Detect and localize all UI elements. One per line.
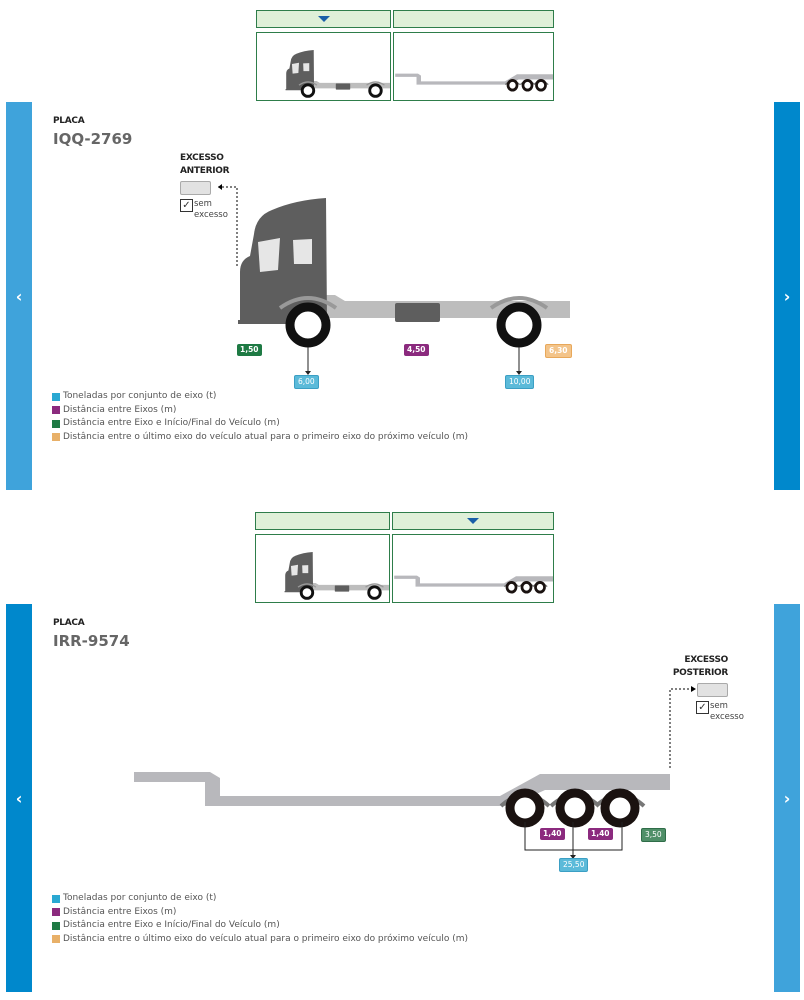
prev-vehicle-button[interactable]: ‹	[6, 604, 32, 992]
excess-pointer-line	[218, 184, 238, 266]
legend-item-axle-distance: Distância entre Eixos (m)	[52, 906, 468, 920]
axle-distance-badge: 1,40	[588, 828, 613, 840]
plate-number: IQQ-2769	[53, 130, 133, 148]
legend-label: Toneladas por conjunto de eixo (t)	[63, 391, 217, 401]
excess-rear-input[interactable]	[697, 683, 728, 697]
excess-front-input[interactable]	[180, 181, 211, 195]
axle-load-badge: 25,50	[559, 858, 589, 872]
no-excess-label-1: sem	[194, 199, 212, 209]
excess-title-line-2: ANTERIOR	[180, 166, 230, 176]
legend-item-next-vehicle: Distância entre o último eixo do veículo…	[52, 431, 468, 445]
legend-item-tons: Toneladas por conjunto de eixo (t)	[52, 892, 468, 906]
axle-load-badge: 10,00	[505, 375, 535, 389]
legend-swatch	[52, 392, 60, 401]
legend-swatch	[52, 433, 60, 442]
tab-trailer-header[interactable]	[393, 10, 554, 28]
tab-truck-header[interactable]	[255, 512, 390, 530]
excess-pointer-line	[669, 686, 696, 768]
vehicle-panel-1: ‹ › PLACA IQQ-2769 EXCESSO ANTERIOR ✓ se…	[6, 102, 800, 490]
plate-label: PLACA	[53, 116, 85, 126]
excess-front-title: EXCESSO ANTERIOR	[180, 152, 230, 178]
legend-item-axle-distance: Distância entre Eixos (m)	[52, 404, 468, 418]
truck-thumbnail-icon	[283, 47, 391, 99]
chevron-right-icon: ›	[783, 286, 791, 306]
tab-trailer-header[interactable]	[392, 512, 554, 530]
legend-label: Distância entre Eixos (m)	[63, 906, 177, 917]
legend-label: Distância entre o último eixo do veículo…	[63, 933, 469, 944]
trailer-thumbnail-icon	[394, 73, 554, 93]
legend-swatch	[52, 908, 60, 917]
no-excess-checkbox[interactable]: ✓	[696, 701, 709, 714]
rear-end-distance-badge: 3,50	[641, 828, 666, 842]
trailer-thumbnail-icon	[393, 575, 554, 595]
tab-trailer-thumbnail[interactable]	[393, 32, 554, 101]
axle-distance-badge: 1,40	[540, 828, 565, 840]
truck-thumbnail-icon	[282, 549, 390, 601]
legend-label: Distância entre Eixo e Início/Final do V…	[63, 418, 280, 428]
no-excess-front[interactable]: ✓ sem excesso	[180, 199, 228, 221]
plate-number: IRR-9574	[53, 632, 130, 650]
chevron-left-icon: ‹	[15, 788, 23, 808]
axle-load-arrows	[305, 347, 522, 375]
tab-truck-header[interactable]	[256, 10, 391, 28]
axle-load-badge: 6,00	[294, 375, 319, 389]
legend: Toneladas por conjunto de eixo (t) Distâ…	[52, 390, 468, 444]
chevron-left-icon: ‹	[15, 286, 23, 306]
excess-title-line-1: EXCESSO	[684, 655, 728, 665]
axle-distance-badge: 4,50	[404, 344, 429, 356]
next-vehicle-distance-badge: 6,30	[545, 344, 572, 358]
no-excess-label-2: excesso	[710, 712, 744, 722]
no-excess-rear[interactable]: ✓ sem excesso	[696, 701, 744, 723]
legend-item-next-vehicle: Distância entre o último eixo do veículo…	[52, 933, 468, 947]
legend-label: Distância entre o último eixo do veículo…	[63, 431, 469, 442]
no-excess-label-2: excesso	[194, 210, 228, 220]
legend-item-axle-end: Distância entre Eixo e Início/Final do V…	[52, 417, 468, 431]
excess-title-line-2: POSTERIOR	[672, 668, 728, 678]
axle-group-bracket	[524, 822, 623, 859]
legend-swatch	[52, 921, 60, 930]
legend-item-axle-end: Distância entre Eixo e Início/Final do V…	[52, 919, 468, 933]
next-vehicle-button[interactable]: ›	[774, 604, 800, 992]
legend-label: Toneladas por conjunto de eixo (t)	[63, 893, 217, 903]
tab-truck-thumbnail[interactable]	[256, 32, 391, 101]
no-excess-checkbox[interactable]: ✓	[180, 199, 193, 212]
excess-rear-title: EXCESSO POSTERIOR	[673, 654, 728, 680]
tab-truck-thumbnail[interactable]	[255, 534, 390, 603]
next-vehicle-button[interactable]: ›	[774, 102, 800, 490]
prev-vehicle-button[interactable]: ‹	[6, 102, 32, 490]
no-excess-label-1: sem	[710, 701, 728, 711]
legend-swatch	[52, 419, 60, 428]
legend-swatch	[52, 935, 60, 944]
legend-swatch	[52, 406, 60, 415]
chevron-right-icon: ›	[783, 788, 791, 808]
legend: Toneladas por conjunto de eixo (t) Distâ…	[52, 892, 468, 946]
legend-label: Distância entre Eixo e Início/Final do V…	[63, 920, 280, 930]
legend-item-tons: Toneladas por conjunto de eixo (t)	[52, 390, 468, 404]
vehicle-panel-2: ‹ › PLACA IRR-9574 EXCESSO POSTERIOR ✓ s…	[6, 604, 800, 992]
excess-title-line-1: EXCESSO	[180, 153, 224, 163]
truck-tractor-image	[230, 190, 580, 350]
front-end-distance-badge: 1,50	[237, 344, 262, 356]
legend-swatch	[52, 894, 60, 903]
caret-down-icon	[317, 16, 330, 22]
plate-label: PLACA	[53, 618, 85, 628]
tab-trailer-thumbnail[interactable]	[392, 534, 554, 603]
caret-down-icon	[467, 518, 479, 524]
legend-label: Distância entre Eixos (m)	[63, 404, 177, 415]
